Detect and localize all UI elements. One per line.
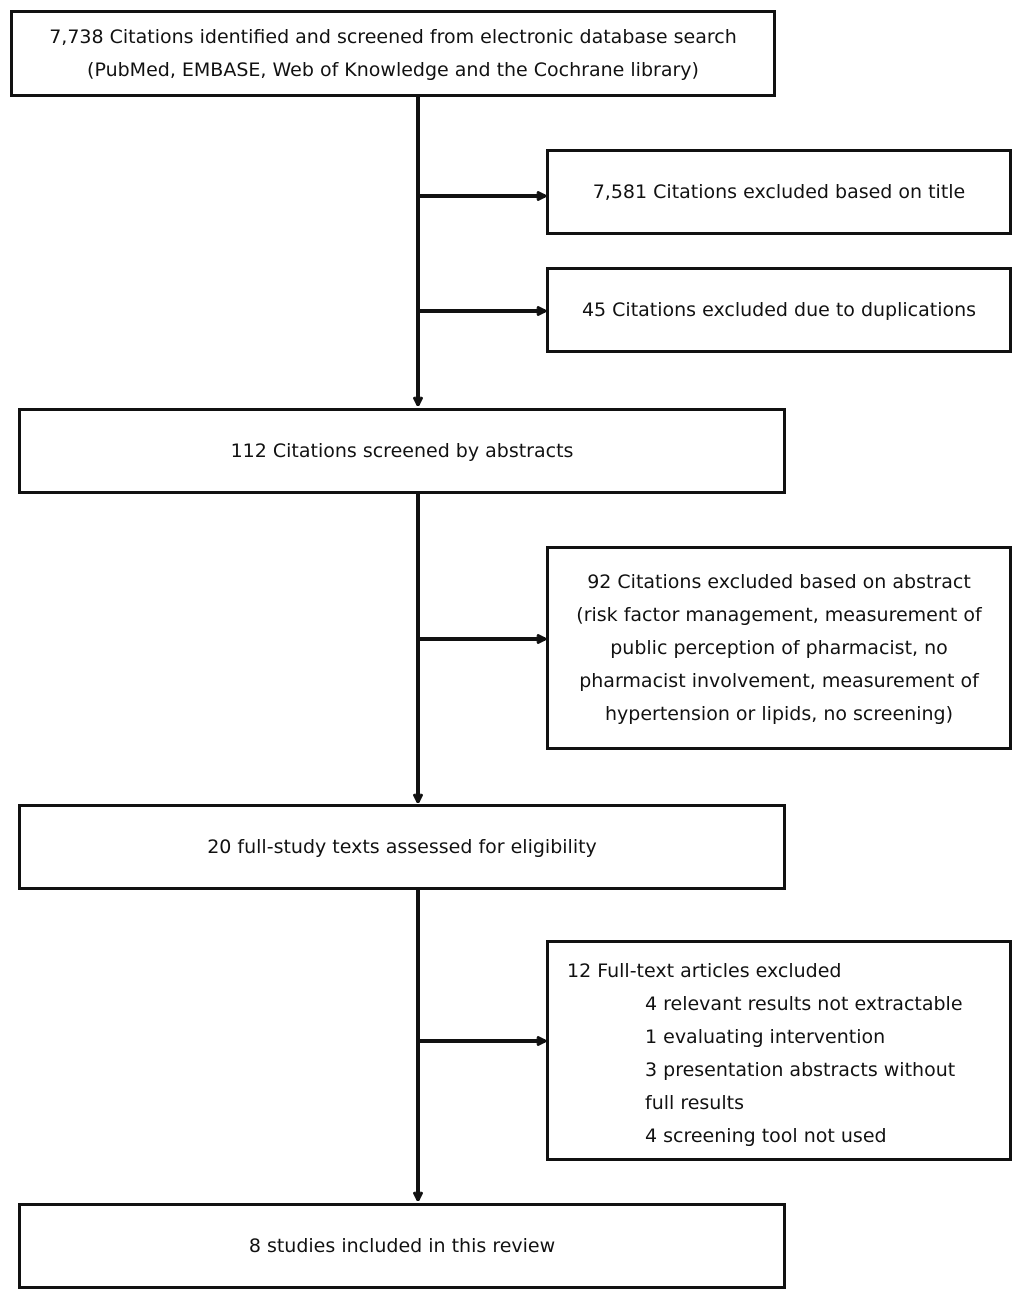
excluded-abstract-line3: public perception of pharmacist, no <box>610 636 948 659</box>
identified-box: 7,738 Citations identified and screened … <box>10 10 776 97</box>
excluded-abstract-line4: pharmacist involvement, measurement of <box>579 669 979 692</box>
screened-abstracts-box: 112 Citations screened by abstracts <box>18 408 786 494</box>
identified-text-line2: (PubMed, EMBASE, Web of Knowledge and th… <box>87 58 699 81</box>
full-text-assessed-text: 20 full-study texts assessed for eligibi… <box>207 835 597 858</box>
excluded-abstract-line1: 92 Citations excluded based on abstract <box>587 570 971 593</box>
excluded-full-text-item4: 4 screening tool not used <box>645 1125 887 1147</box>
excluded-abstract-box: 92 Citations excluded based on abstract … <box>546 546 1012 750</box>
excluded-abstract-line5: hypertension or lipids, no screening) <box>605 702 953 725</box>
excluded-full-text-item3a: 3 presentation abstracts without <box>645 1059 956 1081</box>
excluded-duplicates-box: 45 Citations excluded due to duplication… <box>546 267 1012 353</box>
included-text: 8 studies included in this review <box>248 1234 556 1257</box>
excluded-full-text-heading: 12 Full-text articles excluded <box>567 960 842 982</box>
excluded-full-text-item3b: full results <box>645 1092 744 1114</box>
excluded-full-text-box: 12 Full-text articles excluded 4 relevan… <box>546 940 1012 1161</box>
excluded-title-text: 7,581 Citations excluded based on title <box>592 180 966 203</box>
excluded-duplicates-text: 45 Citations excluded due to duplication… <box>581 298 977 321</box>
excluded-abstract-line2: (risk factor management, measurement of <box>576 603 982 626</box>
screened-abstracts-text: 112 Citations screened by abstracts <box>230 439 574 462</box>
full-text-assessed-box: 20 full-study texts assessed for eligibi… <box>18 804 786 890</box>
identified-text-line1: 7,738 Citations identified and screened … <box>49 25 737 48</box>
excluded-full-text-item1: 4 relevant results not extractable <box>645 993 963 1015</box>
excluded-title-box: 7,581 Citations excluded based on title <box>546 149 1012 235</box>
included-box: 8 studies included in this review <box>18 1203 786 1289</box>
excluded-full-text-item2: 1 evaluating intervention <box>645 1026 886 1048</box>
